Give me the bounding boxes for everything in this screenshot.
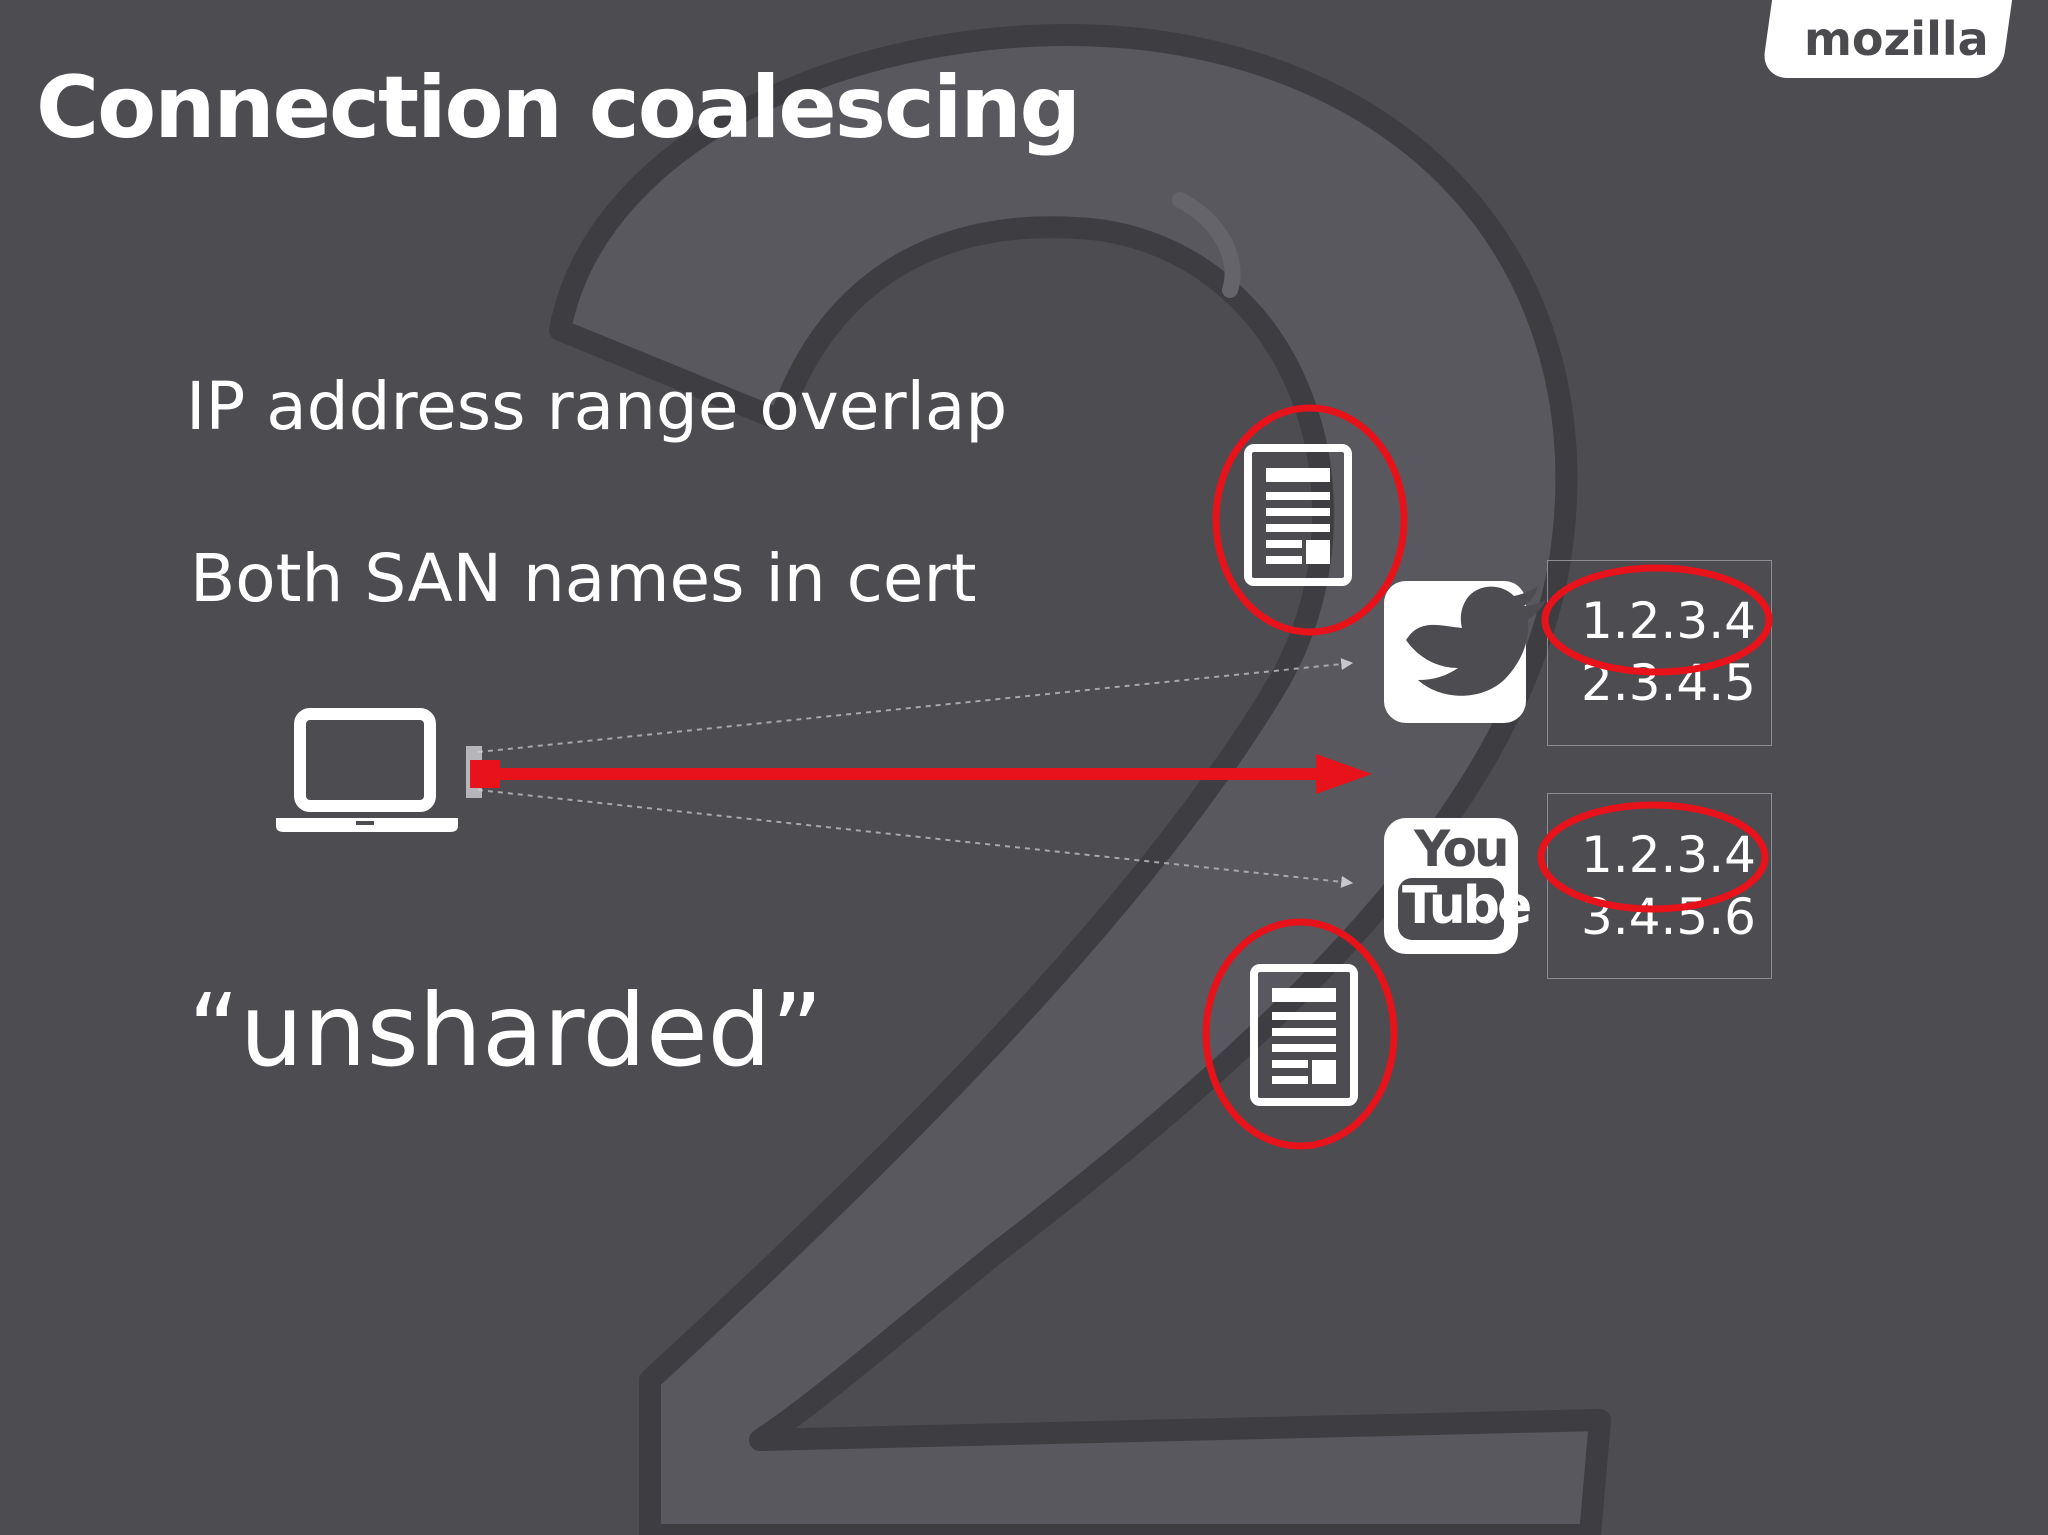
certificate-highlight-circle-top — [1212, 404, 1408, 636]
twitter-ip-box — [1547, 560, 1772, 746]
dotted-arrow-twitter — [477, 658, 1354, 753]
youtube-logo-tube: Tube — [1402, 876, 1532, 936]
certificate-document-icon — [1250, 964, 1358, 1106]
twitter-ip-1: 1.2.3.4 — [1581, 592, 1756, 650]
slide-title: Connection coalescing — [36, 58, 1081, 158]
bullet-unsharded: “unsharded” — [188, 972, 823, 1089]
ip-highlight-circle-youtube — [1537, 801, 1769, 913]
certificate-highlight-circle-bottom — [1202, 918, 1398, 1150]
twitter-bird-icon — [1406, 586, 1546, 696]
bullet-san-names: Both SAN names in cert — [190, 540, 977, 617]
bullet-ip-overlap: IP address range overlap — [186, 368, 1008, 445]
youtube-ip-box — [1547, 793, 1772, 979]
dotted-arrow-youtube — [477, 789, 1354, 888]
youtube-logo-tube-badge — [1398, 878, 1504, 940]
certificate-document-icon — [1244, 444, 1352, 586]
ip-highlight-circle-twitter — [1541, 564, 1773, 676]
youtube-ip-1: 1.2.3.4 — [1581, 826, 1756, 884]
arrow-icon — [470, 754, 1372, 794]
youtube-logo-you: You — [1414, 820, 1510, 878]
mozilla-logo: mozilla — [1804, 12, 1989, 66]
laptop-icon — [276, 708, 458, 832]
